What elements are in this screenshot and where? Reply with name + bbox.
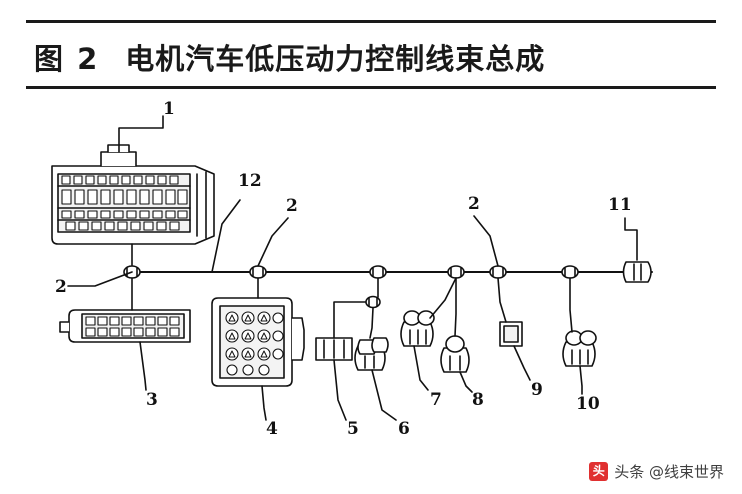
callout-10: 10 — [576, 394, 600, 414]
leader-12 — [211, 199, 241, 273]
callout-4: 4 — [266, 419, 278, 439]
wiring-harness-diagram — [0, 90, 742, 450]
callout-1: 1 — [163, 99, 175, 119]
callout-5: 5 — [347, 419, 359, 439]
callout-7: 7 — [430, 390, 442, 410]
watermark-text: 头条 @线束世界 — [614, 463, 724, 481]
callout-9: 9 — [531, 380, 543, 400]
leader-2a — [257, 217, 289, 267]
callout-6: 6 — [398, 419, 410, 439]
connector-11 — [622, 217, 652, 283]
title-rule-bottom — [26, 86, 716, 89]
callout-3: 3 — [146, 390, 158, 410]
callout-11: 11 — [608, 195, 632, 215]
branch-splice-5 — [365, 277, 381, 309]
leader-2b — [473, 215, 499, 267]
connector-5 — [315, 301, 367, 421]
callout-8: 8 — [472, 390, 484, 410]
connector-1 — [51, 115, 215, 245]
leader-2c — [67, 271, 133, 287]
callout-12: 12 — [238, 171, 262, 191]
callout-2-b: 2 — [468, 194, 480, 214]
title-rule-top — [26, 20, 716, 23]
figure-number: 图 2 — [34, 42, 100, 76]
connector-9 — [497, 277, 531, 381]
fuse-box-3 — [59, 277, 191, 391]
watermark: 头 头条 @线束世界 — [589, 461, 724, 482]
connector-7 — [400, 277, 457, 391]
connector-10 — [562, 277, 597, 395]
connector-8 — [440, 277, 473, 393]
figure-title: 图 2 电机汽车低压动力控制线束总成 — [34, 36, 545, 78]
connector-4 — [211, 277, 305, 421]
watermark-logo-icon: 头 — [589, 462, 609, 481]
callout-2-a: 2 — [286, 196, 298, 216]
figure-title-text: 电机汽车低压动力控制线束总成 — [125, 42, 546, 76]
connector-6 — [354, 307, 397, 421]
callout-2-c: 2 — [55, 277, 67, 297]
